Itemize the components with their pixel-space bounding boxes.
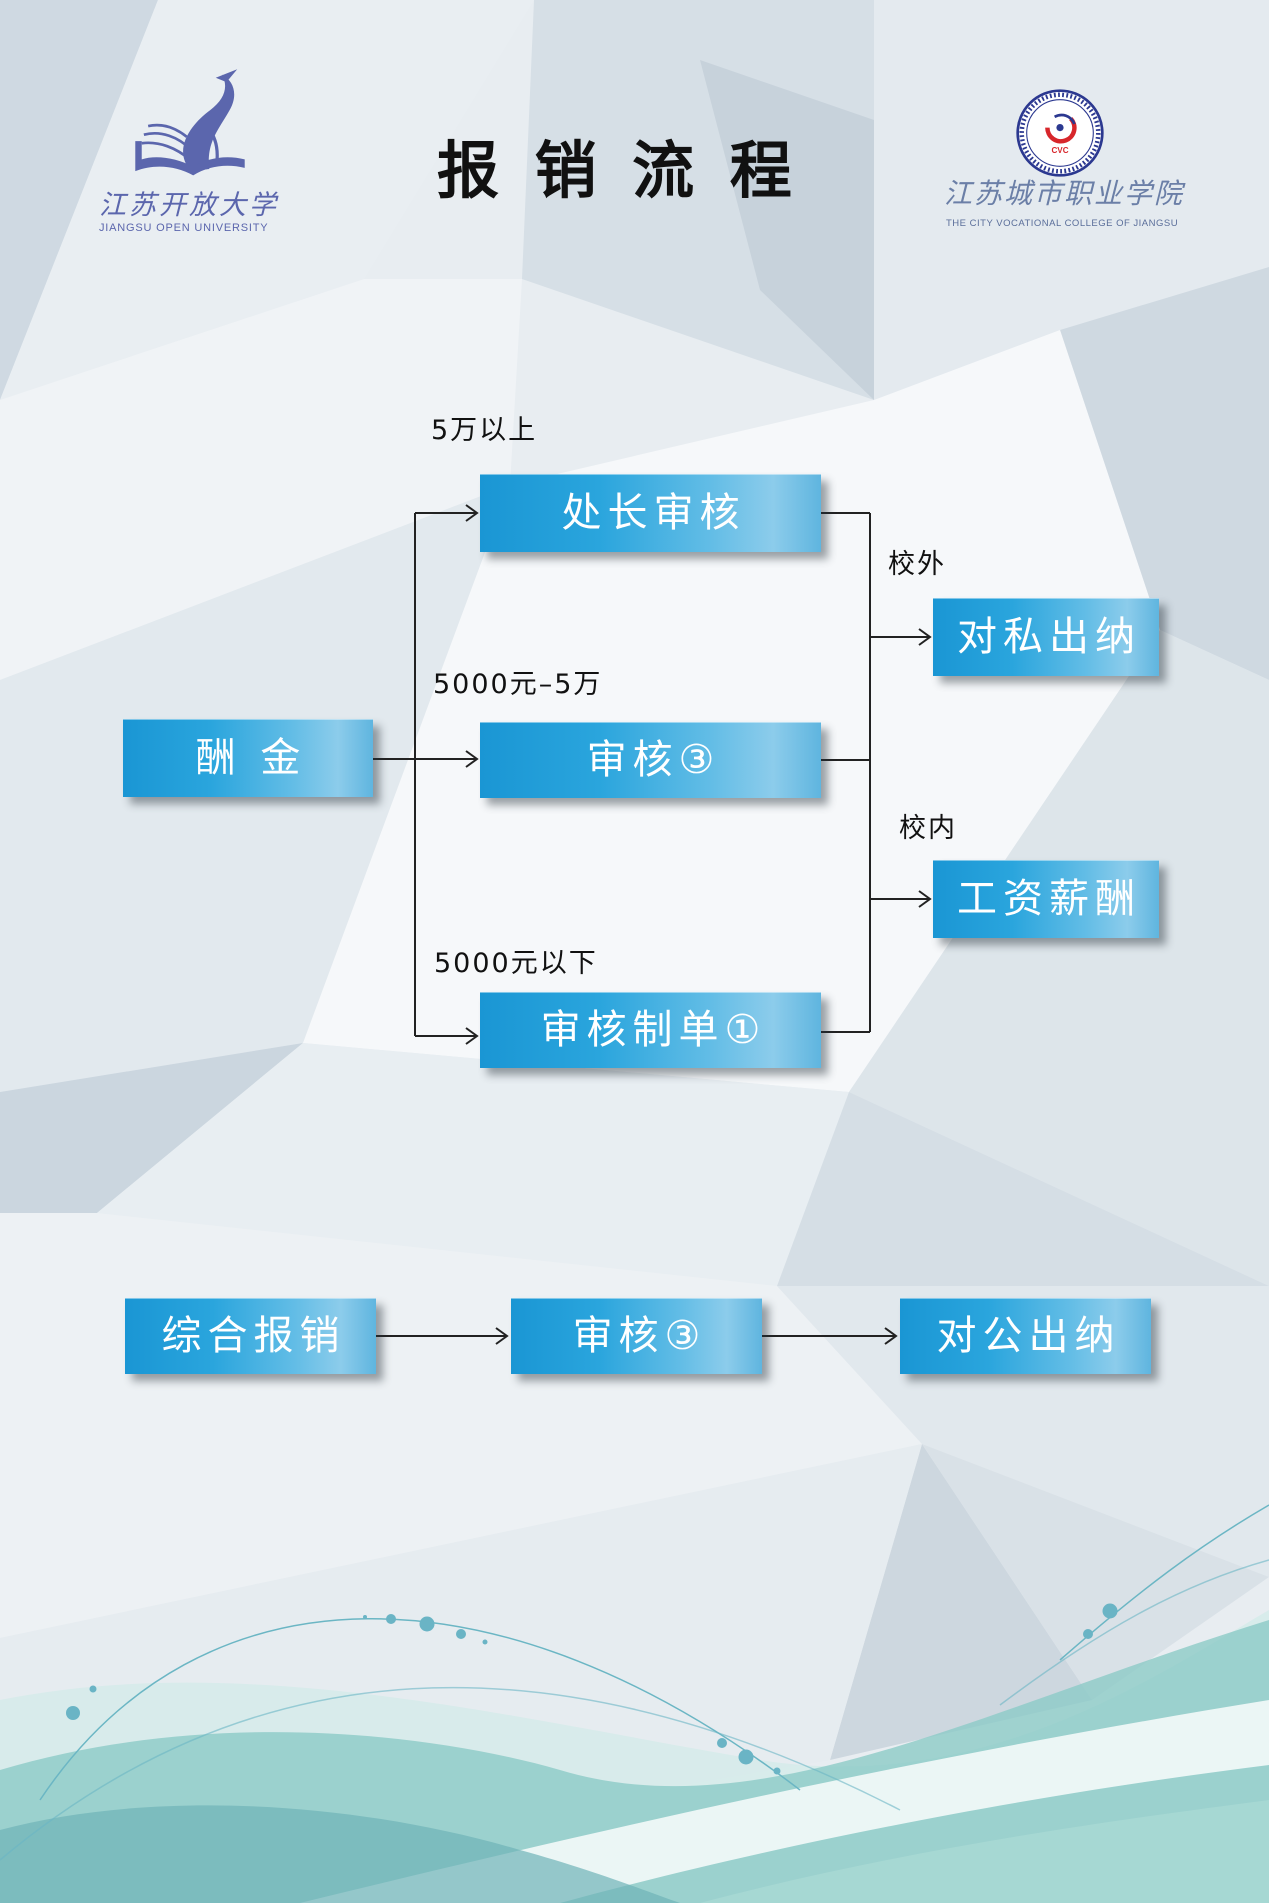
seal-red-swoosh <box>1045 117 1077 144</box>
bg-facet <box>830 1444 1092 1760</box>
dot <box>1102 1603 1118 1619</box>
bg-facet <box>1060 267 1269 680</box>
arrow-right-icon <box>465 504 479 522</box>
step-public-cashier: 对公出纳 <box>900 1298 1151 1374</box>
dot <box>717 1738 727 1748</box>
condition-external: 校外 <box>888 549 946 580</box>
seal-blue-swoosh <box>1053 113 1076 125</box>
seal-inner-ring <box>1026 99 1094 167</box>
condition-internal: 校内 <box>899 813 957 844</box>
arrow-right-icon <box>495 1327 509 1345</box>
bg-facet <box>97 1043 849 1286</box>
step-payroll: 工资薪酬 <box>933 860 1159 938</box>
condition-under-5000: 5000元以下 <box>434 948 598 979</box>
dot <box>456 1629 466 1639</box>
book-pages <box>135 141 245 176</box>
bg-facet <box>777 1092 1269 1286</box>
dot <box>1083 1629 1093 1639</box>
swan-head <box>215 69 238 83</box>
step-review-prep-1: 审核制单① <box>480 992 821 1068</box>
step-remuneration: 酬 金 <box>123 719 373 797</box>
decorative-curves <box>0 1504 1269 1861</box>
dot <box>419 1616 435 1632</box>
arrow-right-icon <box>918 628 932 646</box>
arrow-right-icon <box>918 890 932 908</box>
left-logo-name-cn: 江苏开放大学 <box>99 190 279 221</box>
book-lines <box>141 123 193 162</box>
step-general-review-3: 审核③ <box>511 1298 762 1374</box>
swan-wing <box>200 120 219 163</box>
arrow-right-icon <box>884 1327 898 1345</box>
dot <box>386 1614 396 1624</box>
step-private-cashier: 对私出纳 <box>933 598 1159 676</box>
decorative-dots <box>66 1603 1118 1775</box>
dot <box>66 1706 80 1720</box>
arrow-right-icon <box>465 1027 479 1045</box>
condition-5000-to-50k: 5000元–5万 <box>433 669 603 700</box>
swan-neck <box>183 74 235 172</box>
dot <box>89 1685 97 1693</box>
bg-facet <box>922 1444 1269 1700</box>
step-general-reimbursement: 综合报销 <box>125 1298 376 1374</box>
wave-light-right <box>700 1800 1269 1903</box>
seal-text-ring <box>1019 92 1101 174</box>
step-review-3: 审核③ <box>480 722 821 798</box>
teal-waves <box>0 1610 1269 1903</box>
curve-line <box>39 1618 801 1801</box>
left-logo-name-en: JIANGSU OPEN UNIVERSITY <box>99 222 269 234</box>
step-director-review: 处长审核 <box>480 474 821 552</box>
page-title: 报 销 流 程 <box>437 134 799 207</box>
curve-line <box>999 1559 1269 1706</box>
dot <box>773 1767 781 1775</box>
right-logo-name-cn: 江苏城市职业学院 <box>944 177 1185 210</box>
college-seal-logo-icon: CVC <box>1016 89 1104 177</box>
arrow-right-icon <box>465 750 479 768</box>
condition-over-50k: 5万以上 <box>431 415 538 446</box>
right-logo-name-en: THE CITY VOCATIONAL COLLEGE OF JIANGSU <box>946 218 1179 229</box>
swan-book-logo-icon <box>135 69 245 176</box>
curve-line <box>0 1686 901 1861</box>
dot <box>738 1749 754 1765</box>
bg-facet <box>0 1043 303 1213</box>
seal-center-dot <box>1056 124 1064 132</box>
bg-facet <box>0 0 534 400</box>
dot <box>363 1615 367 1619</box>
seal-badge-text: CVC <box>1051 146 1068 155</box>
bg-facet <box>700 60 874 400</box>
bg-facet <box>849 630 1269 1286</box>
wave-white-sweep <box>300 1700 1269 1903</box>
wave-deep-left <box>0 1805 680 1903</box>
dot <box>482 1639 488 1645</box>
bg-facet <box>0 279 522 680</box>
